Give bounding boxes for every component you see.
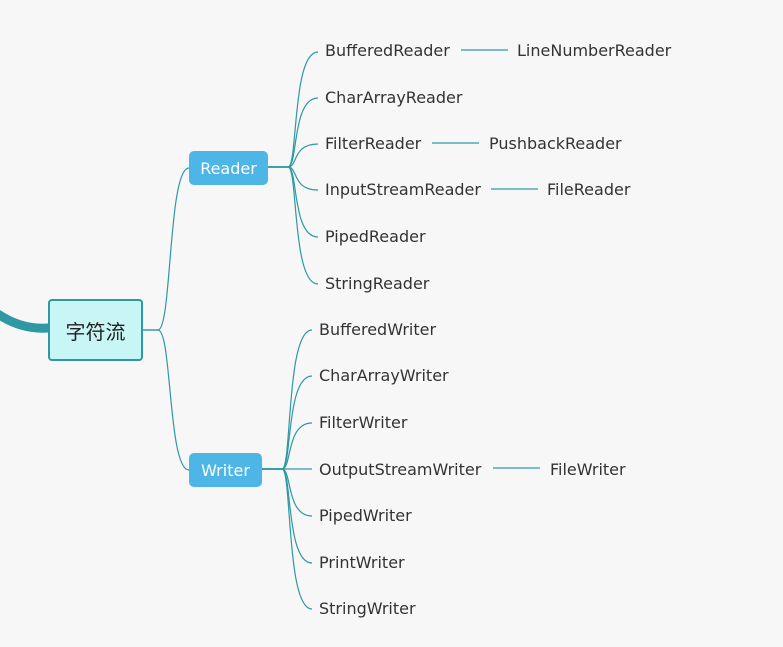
writer-child-piped-writer[interactable]: PipedWriter	[319, 506, 412, 525]
reader-node[interactable]: Reader	[189, 151, 268, 185]
reader-child-filter-reader[interactable]: FilterReader	[325, 134, 422, 153]
reader-grandchild-line-number-reader[interactable]: LineNumberReader	[517, 41, 672, 60]
writer-child-output-stream-writer[interactable]: OutputStreamWriter	[319, 460, 482, 479]
writer-connector-6	[262, 468, 313, 610]
writer-connector-0	[262, 329, 313, 470]
writer-child-buffered-writer[interactable]: BufferedWriter	[319, 320, 437, 339]
reader-child-char-array-reader[interactable]: CharArrayReader	[325, 88, 463, 107]
writer-child-print-writer[interactable]: PrintWriter	[319, 553, 405, 572]
writer-child-filter-writer[interactable]: FilterWriter	[319, 413, 408, 432]
reader-child-piped-reader[interactable]: PipedReader	[325, 227, 426, 246]
reader-connector-5	[268, 166, 319, 285]
writer-grandchild-file-writer[interactable]: FileWriter	[550, 460, 626, 479]
writer-node[interactable]: Writer	[189, 453, 262, 487]
root-incoming-connector	[0, 309, 53, 333]
writer-child-char-array-writer[interactable]: CharArrayWriter	[319, 366, 449, 385]
root-to-writer-connector	[143, 329, 190, 471]
writer-child-string-writer[interactable]: StringWriter	[319, 599, 416, 618]
reader-connector-1	[268, 97, 319, 168]
reader-grandchild-file-reader[interactable]: FileReader	[547, 180, 631, 199]
reader-connector-0	[268, 51, 319, 168]
reader-child-string-reader[interactable]: StringReader	[325, 274, 430, 293]
reader-grandchild-pushback-reader[interactable]: PushbackReader	[489, 134, 622, 153]
reader-connector-4	[268, 166, 319, 238]
root-node[interactable]: 字符流	[48, 299, 143, 361]
reader-child-buffered-reader[interactable]: BufferedReader	[325, 41, 450, 60]
reader-child-input-stream-reader[interactable]: InputStreamReader	[325, 180, 481, 199]
writer-connector-1	[262, 375, 313, 470]
root-to-reader-connector	[143, 167, 190, 331]
